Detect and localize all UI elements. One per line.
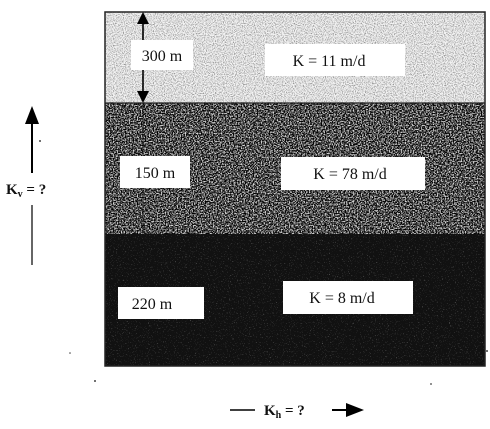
up-arrow-icon bbox=[25, 106, 39, 265]
conductivity-label-box-1: K = 11 m/d bbox=[265, 44, 405, 76]
thickness-label-3: 220 m bbox=[132, 296, 173, 313]
conductivity-label-1: K = 11 m/d bbox=[293, 53, 366, 70]
scan-specks bbox=[39, 140, 488, 385]
vertical-conductivity-label: Kv = ? bbox=[6, 182, 46, 200]
right-arrow-icon bbox=[230, 403, 364, 417]
conductivity-label-3: K = 8 m/d bbox=[309, 290, 374, 307]
thickness-label-1: 300 m bbox=[142, 48, 183, 65]
conductivity-label-box-2: K = 78 m/d bbox=[281, 157, 425, 190]
thickness-label-box-2: 150 m bbox=[120, 156, 190, 188]
thickness-label-box-1: 300 m bbox=[131, 40, 193, 70]
conductivity-label-2: K = 78 m/d bbox=[313, 166, 386, 183]
horizontal-conductivity-label: Kh = ? bbox=[264, 403, 305, 421]
conductivity-label-box-3: K = 8 m/d bbox=[283, 281, 413, 314]
thickness-label-2: 150 m bbox=[135, 165, 176, 182]
thickness-label-box-3: 220 m bbox=[118, 287, 204, 319]
diagram-border bbox=[104, 11, 486, 367]
